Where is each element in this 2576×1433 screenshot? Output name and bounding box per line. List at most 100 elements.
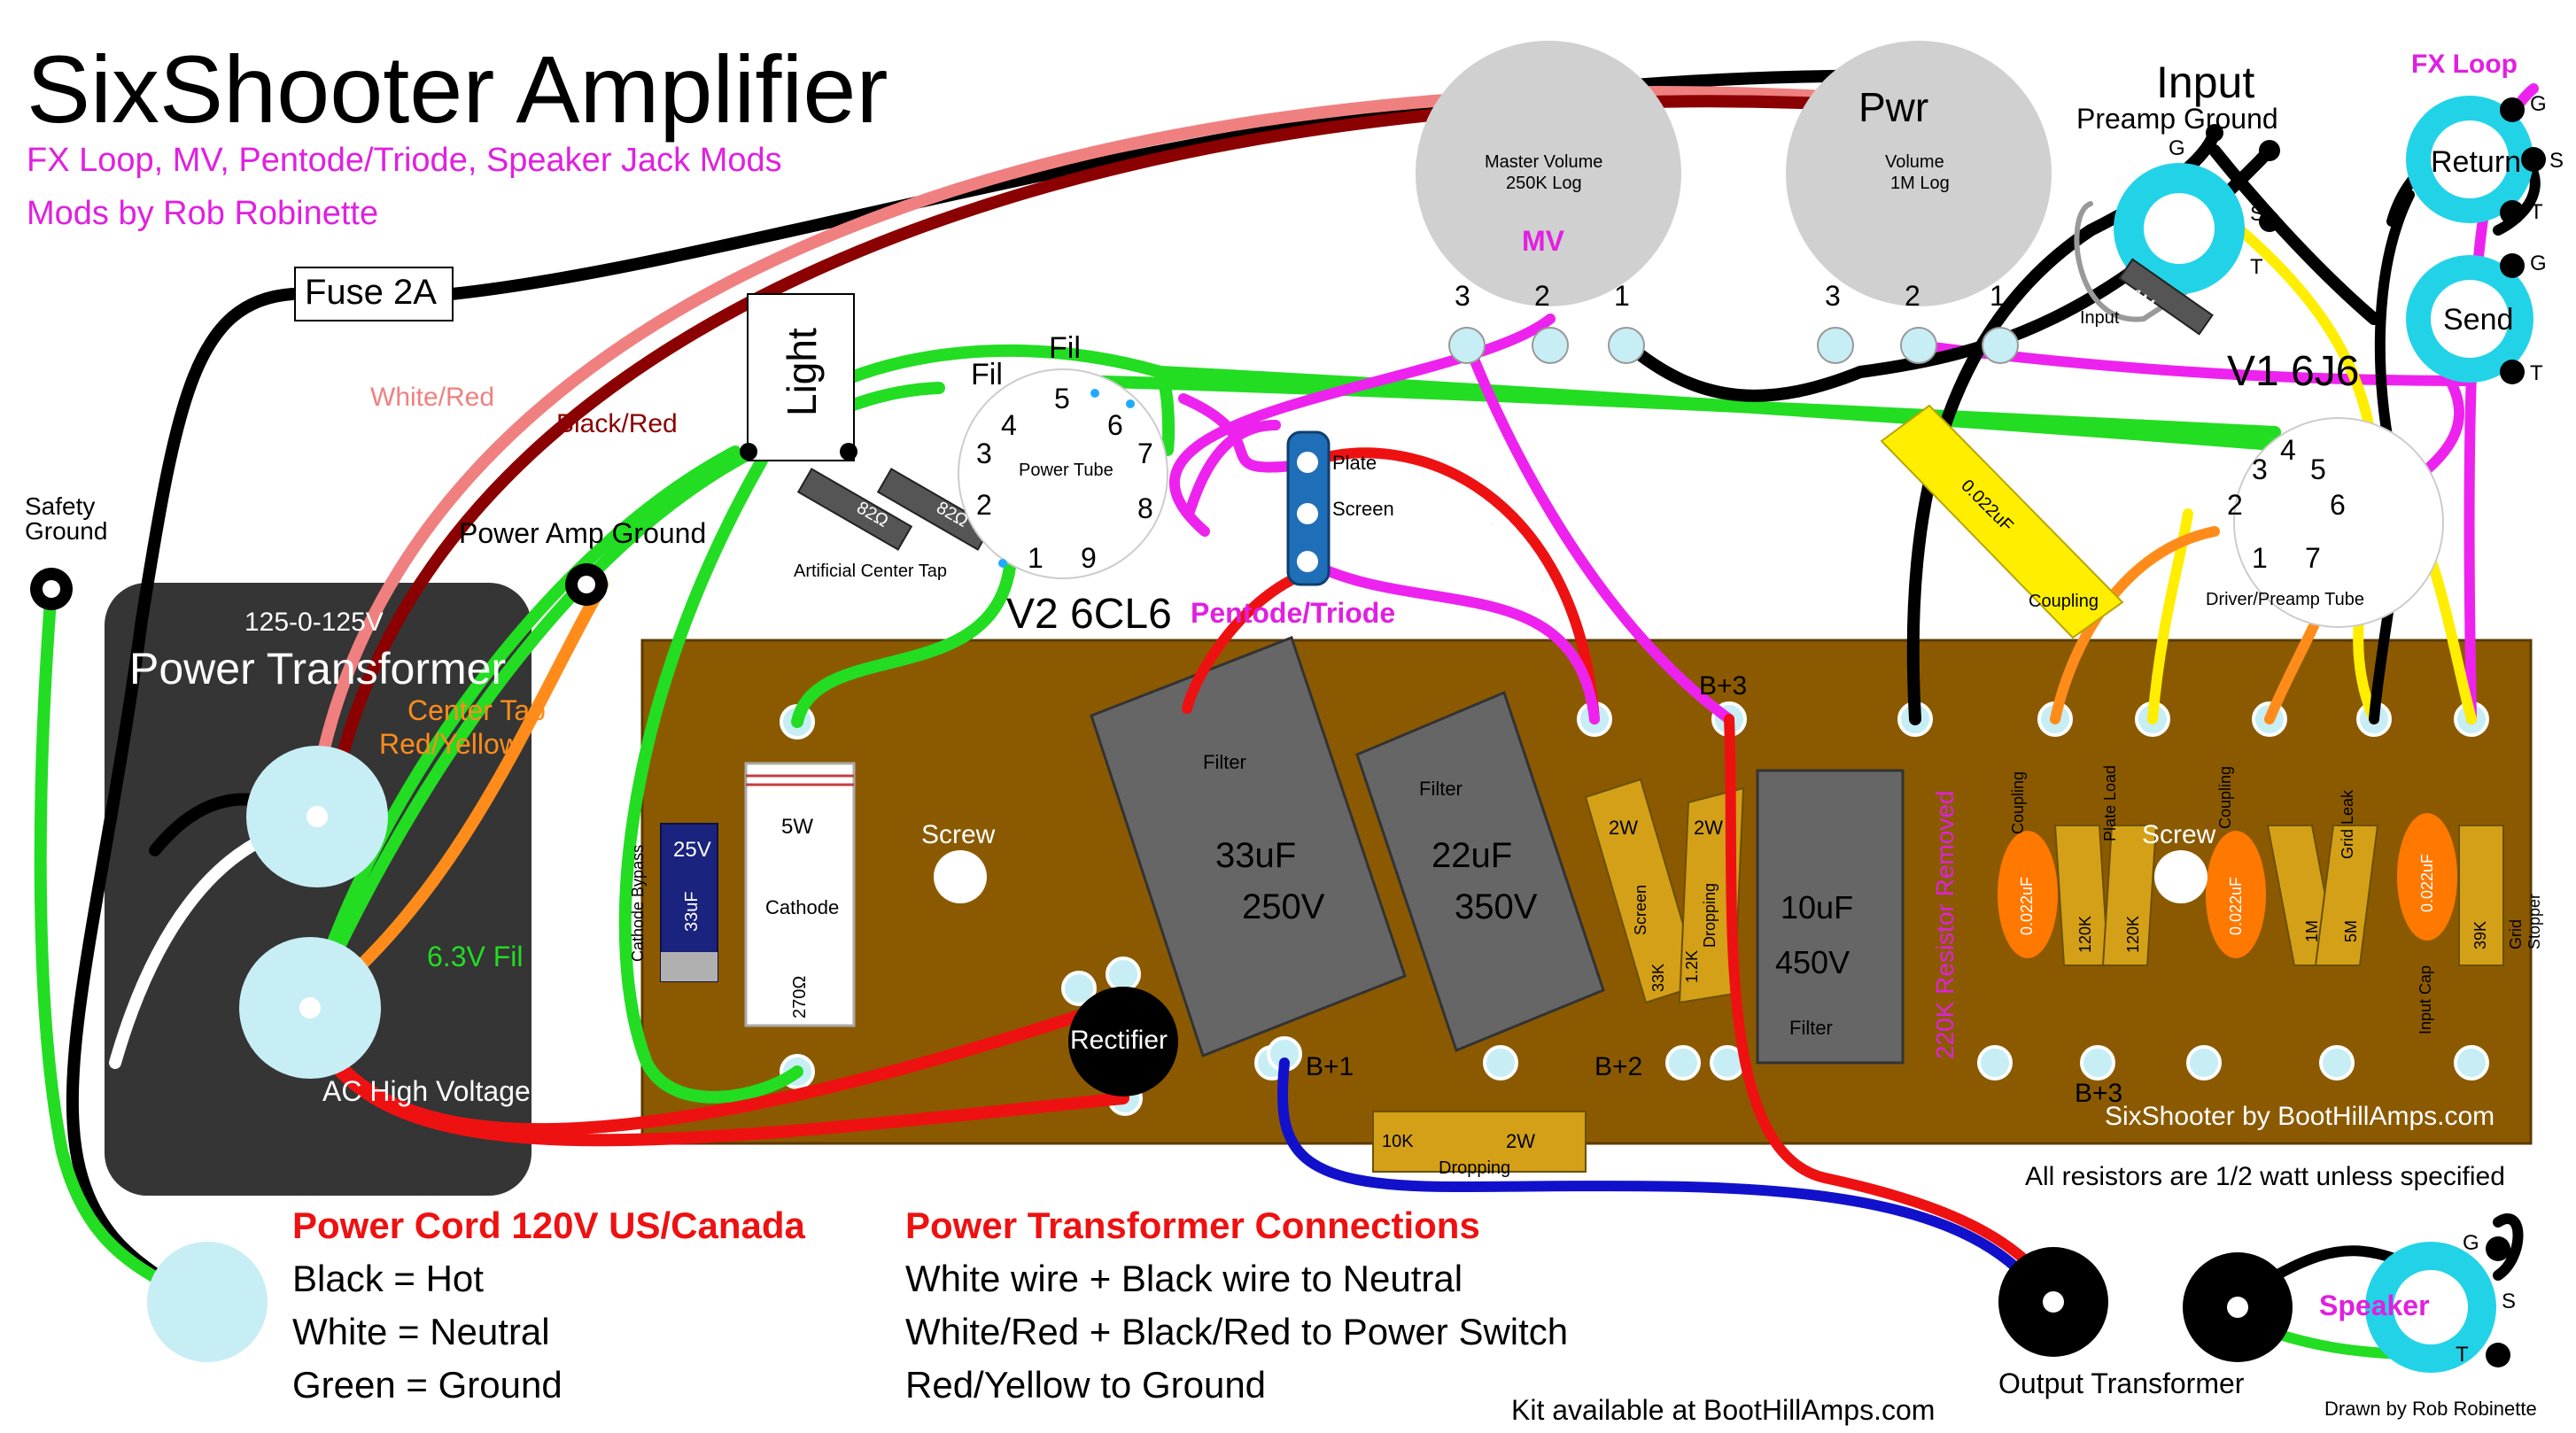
res-2w-a-label: 2W xyxy=(1609,817,1638,839)
res-39k-label: 39K xyxy=(2471,920,2489,949)
subtitle-mods: FX Loop, MV, Pentode/Triode, Speaker Jac… xyxy=(27,142,782,179)
board-screw-2 xyxy=(2154,850,2207,903)
vol-pin-1: 1 xyxy=(1990,280,2006,312)
fil-label-b: Fil xyxy=(1049,331,1081,365)
cathode-bypass-cap-end xyxy=(661,952,718,981)
v2-pin-7: 7 xyxy=(1137,438,1153,469)
v1-label: V1 6J6 xyxy=(2227,348,2360,395)
cap-0022-c-label: 0.022uF xyxy=(2418,853,2436,912)
cap-0022-b-label: 0.022uF xyxy=(2227,876,2245,935)
cap-450v-label: 450V xyxy=(1775,944,1851,980)
white-red-label: White/Red xyxy=(370,383,495,412)
cap-350v-value: 350V xyxy=(1455,887,1538,926)
res-10k-label: 10K xyxy=(1382,1132,1414,1151)
plate-load-label: Plate Load xyxy=(2101,764,2119,841)
red-yellow-label: Red/Yellow xyxy=(379,728,520,760)
fx-return-t: T xyxy=(2530,200,2543,224)
drawn-by-label: Drawn by Rob Robinette xyxy=(2324,1398,2537,1420)
input-s-label: S xyxy=(2250,202,2265,226)
power-switch-label: Pwr xyxy=(1858,84,1929,130)
fil-label-a: Fil xyxy=(971,358,1003,391)
fx-return-s: S xyxy=(2549,149,2564,173)
mv-label: MV xyxy=(1522,225,1564,257)
fx-loop-label: FX Loop xyxy=(2411,50,2518,79)
v1-pin-1: 1 xyxy=(2252,542,2268,574)
safety-ground-label-2: Ground xyxy=(25,517,108,545)
plate-label: Plate xyxy=(1332,452,1377,474)
vol-pin-2: 2 xyxy=(1905,280,1920,312)
pt-connections-line-3: Red/Yellow to Ground xyxy=(905,1364,1267,1406)
credit-label: SixShooter by BootHillAmps.com xyxy=(2105,1102,2495,1131)
cathode-bypass-label: Cathode Bypass xyxy=(629,844,647,962)
res-5m-label: 5M xyxy=(2342,919,2360,942)
master-volume-pot[interactable] xyxy=(1416,41,1681,306)
fx-return-label: Return xyxy=(2431,145,2522,179)
b2-label: B+2 xyxy=(1594,1052,1643,1081)
center-tap-resistor-a xyxy=(796,468,913,551)
volume-pot[interactable] xyxy=(1786,41,2052,306)
power-transformer-label: Power Transformer xyxy=(129,644,507,693)
v1-pin-7: 7 xyxy=(2305,542,2321,574)
coupling-top-label: Coupling xyxy=(2029,592,2099,611)
power-cord-heading: Power Cord 120V US/Canada xyxy=(292,1204,805,1246)
pt-voltage-label: 125-0-125V xyxy=(244,608,384,637)
filament-label: 6.3V Fil xyxy=(427,941,524,972)
res-12k-label: 1.2K xyxy=(1683,949,1701,983)
input-resistor-1m xyxy=(2118,258,2214,336)
filter-cap-22uf xyxy=(1355,690,1605,1052)
cap-22uf-value: 22uF xyxy=(1432,836,1513,875)
v2-pin-8: 8 xyxy=(1137,492,1153,524)
power-cord-line-3: Green = Ground xyxy=(292,1364,563,1406)
fx-send-label: Send xyxy=(2443,303,2514,337)
fx-send-g: G xyxy=(2530,252,2547,275)
cap-33uf-value: 33uF xyxy=(1215,836,1297,875)
power-cord-line-1: Black = Hot xyxy=(292,1258,484,1299)
res-120k-a-label: 120K xyxy=(2076,915,2094,953)
speaker-s-label: S xyxy=(2502,1290,2517,1313)
output-transformer-label: Output Transformer xyxy=(1998,1367,2245,1399)
v2-pin-9: 9 xyxy=(1081,542,1097,574)
resistor-note: All resistors are 1/2 watt unless specif… xyxy=(2025,1162,2505,1191)
input-jack-label: Input xyxy=(2156,58,2255,107)
filter-cap-10uf xyxy=(1756,769,1905,1065)
cap-0022-a-label: 0.022uF xyxy=(2018,876,2036,935)
v1-pin-2: 2 xyxy=(2227,489,2243,521)
power-amp-ground-label: Power Amp Ground xyxy=(459,517,707,549)
filter-a-label: Filter xyxy=(1203,751,1246,773)
v2-pin-1: 1 xyxy=(1028,542,1044,574)
mv-pin-1: 1 xyxy=(1614,280,1630,312)
grid-stopper-resistor xyxy=(2458,825,2504,966)
cathode-resistor-5w xyxy=(744,762,856,1027)
power-tube-label: Power Tube xyxy=(1019,461,1113,480)
master-volume-taper: 250K Log xyxy=(1506,174,1582,193)
turrets xyxy=(780,701,2489,1116)
v2-pin-2: 2 xyxy=(976,489,992,521)
driver-tube-socket xyxy=(2233,417,2444,628)
jack-lugs xyxy=(2206,97,2546,1367)
driver-tube-label: Driver/Preamp Tube xyxy=(2206,590,2364,609)
mv-pin-2: 2 xyxy=(1534,280,1550,312)
v1-pin-3: 3 xyxy=(2252,453,2268,485)
cap-10uf-label: 10uF xyxy=(1781,889,1854,926)
input-g-label: G xyxy=(2169,136,2185,160)
fuse-label: Fuse 2A xyxy=(305,273,437,312)
page-title: SixShooter Amplifier xyxy=(27,35,888,143)
master-volume-label: Master Volume xyxy=(1485,152,1603,172)
artificial-center-tap-label: Artificial Center Tap xyxy=(794,562,948,581)
v2-pin-6: 6 xyxy=(1107,409,1123,441)
input-t-label: T xyxy=(2250,255,2263,279)
res-120k-b-label: 120K xyxy=(2124,915,2142,953)
coupling-cap-top xyxy=(1880,404,2124,639)
coupling-b-label: Coupling xyxy=(2216,765,2234,829)
fuse-holder xyxy=(294,267,454,321)
v1-pin-4: 4 xyxy=(2280,434,2296,466)
v2-pin-5: 5 xyxy=(1054,383,1070,414)
cap-33uf-label: 33uF xyxy=(682,891,702,932)
plate-load-resistors xyxy=(2053,825,2158,966)
input-cap xyxy=(2397,813,2457,941)
speaker-label: Speaker xyxy=(2319,1290,2430,1321)
screen-res-label: Screen xyxy=(1632,884,1649,935)
screw-label-2: Screw xyxy=(2142,820,2216,849)
res-270-label: 270Ω xyxy=(790,975,810,1019)
